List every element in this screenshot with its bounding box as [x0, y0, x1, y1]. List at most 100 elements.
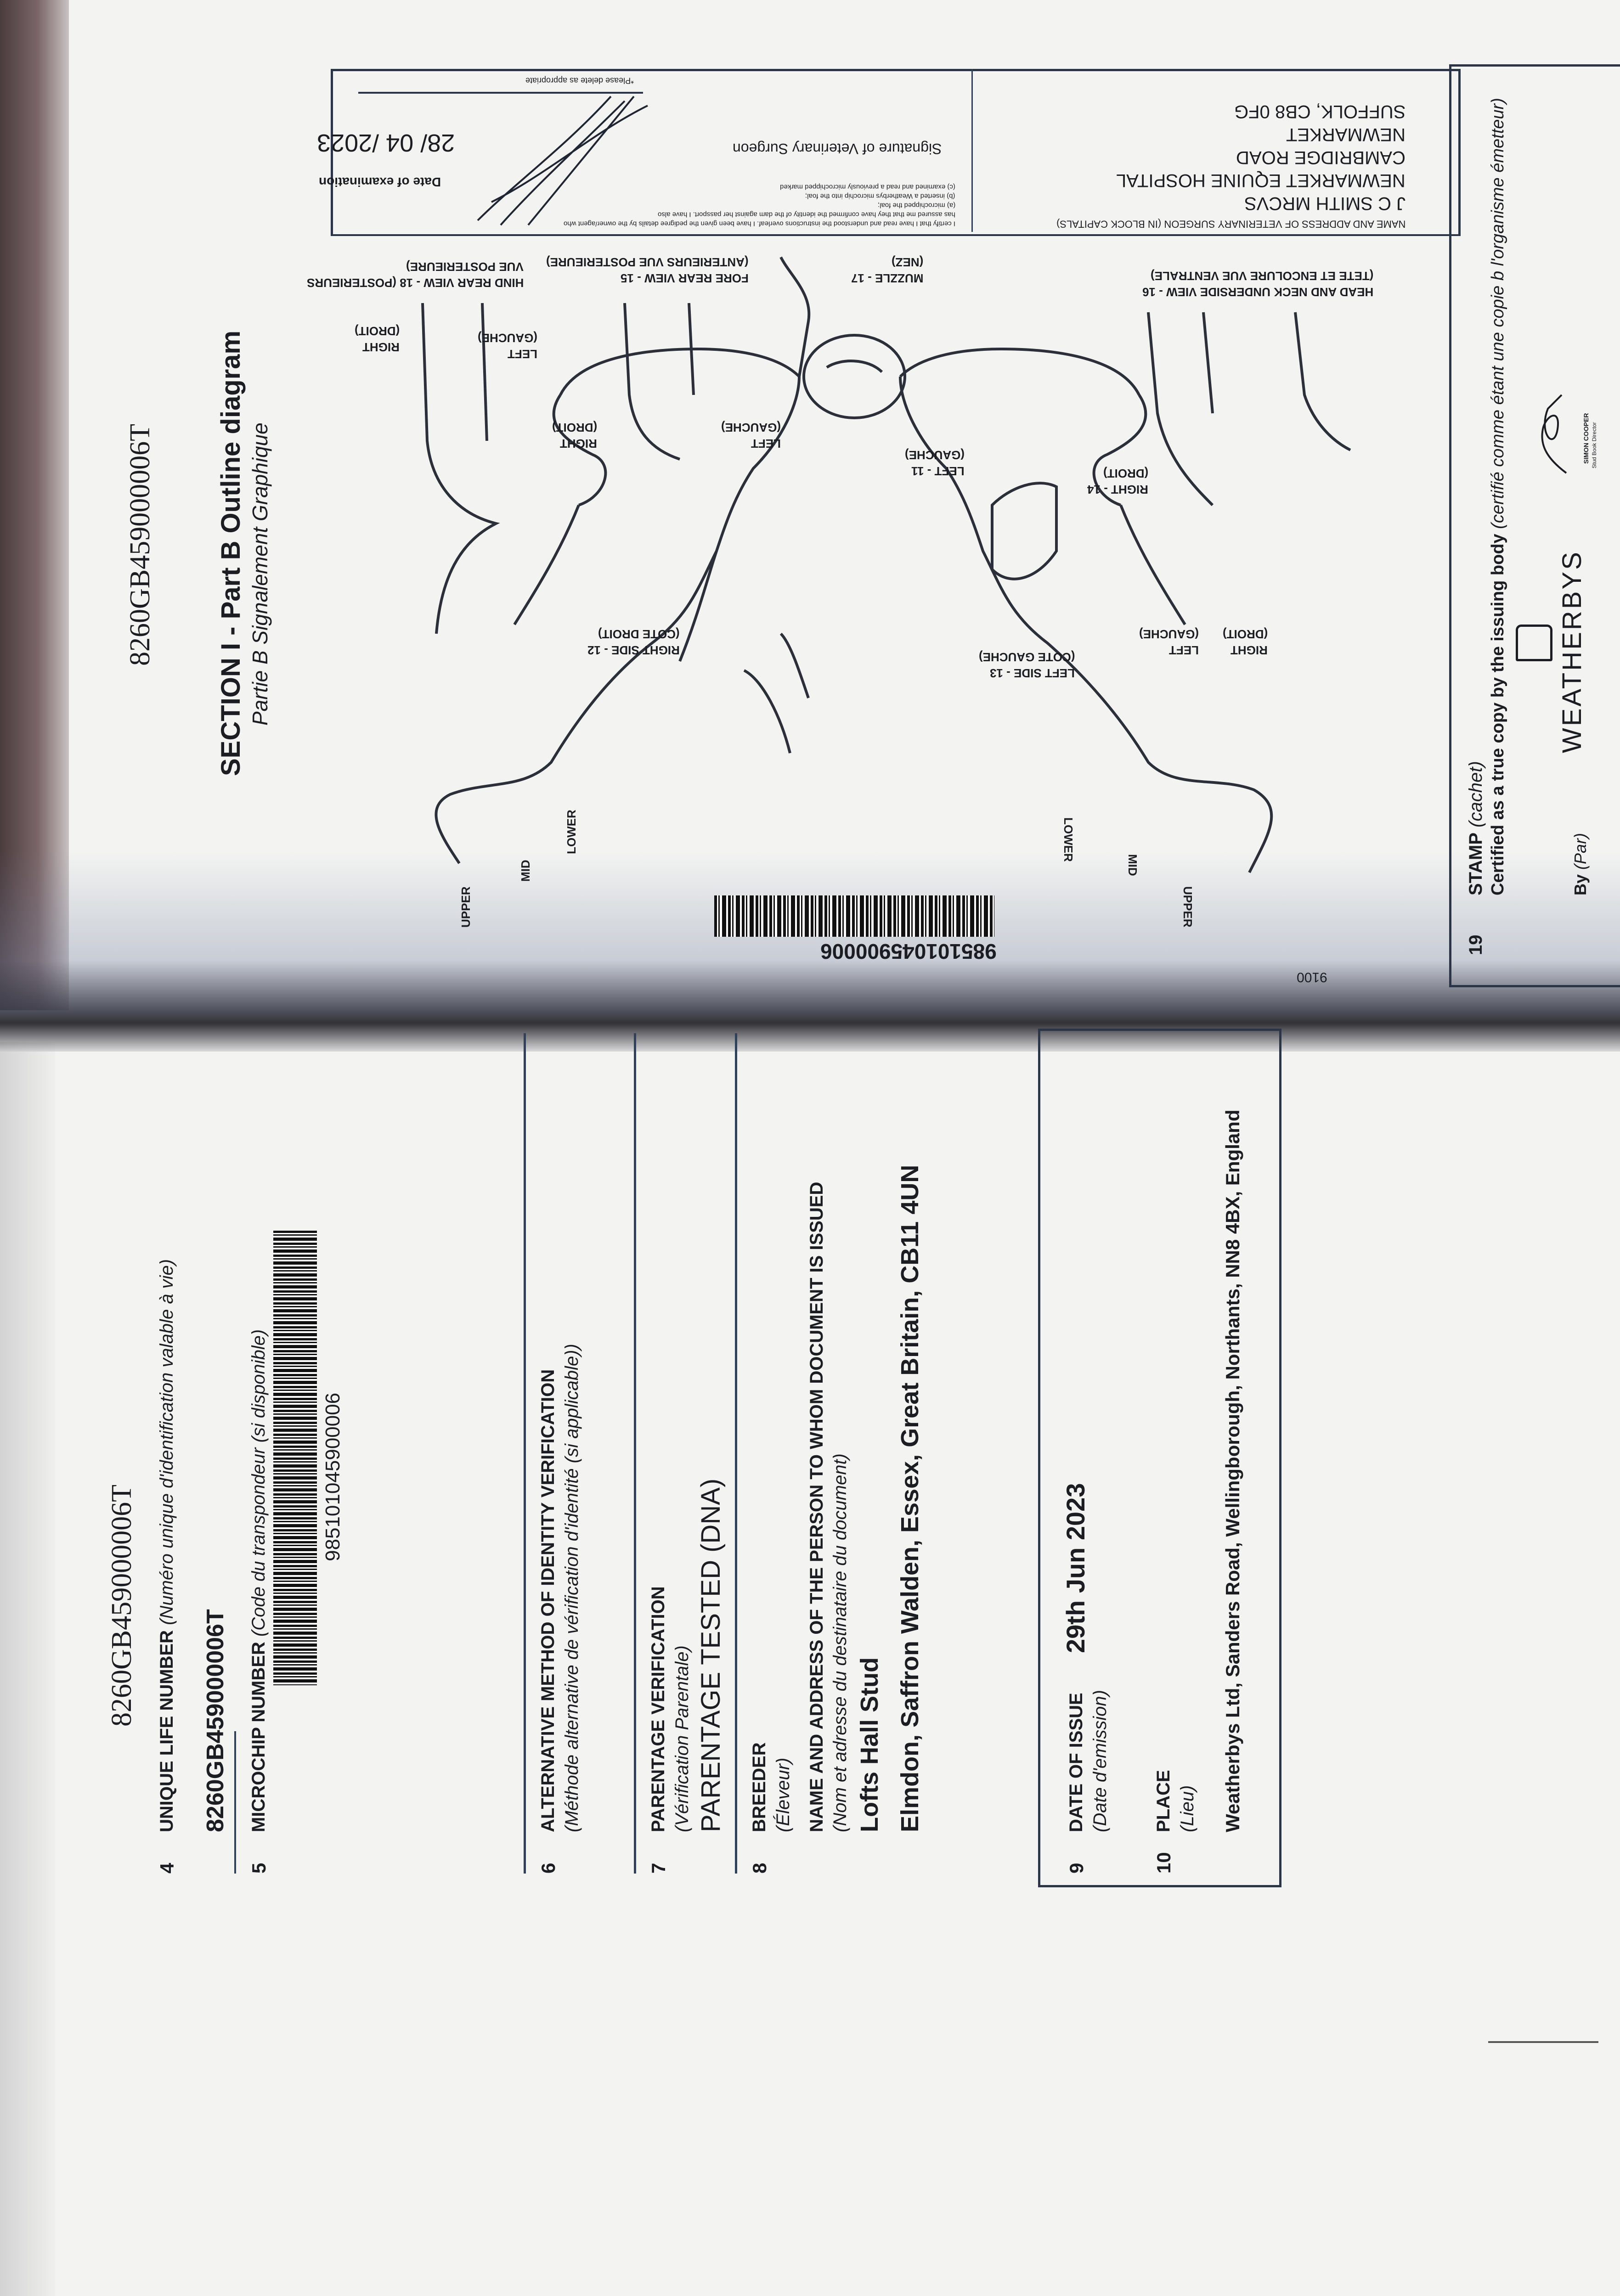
issue-box — [1038, 1029, 1281, 1887]
field-8-sub-label-fr: (Nom et adresse du destinataire du docum… — [830, 1453, 850, 1832]
label-left-c-fr: (GAUCHE) — [1139, 627, 1199, 641]
label-head-neck: HEAD AND NECK UNDERSIDE VIEW - 16 — [1142, 285, 1373, 299]
label-right-c: RIGHT — [1231, 643, 1268, 657]
field-10-label-fr: (Lieu) — [1177, 1785, 1197, 1832]
label-right-fr: (DROIT) — [354, 324, 400, 338]
by-label: By — [1571, 874, 1590, 895]
divider — [634, 1033, 636, 1874]
label-left-c: LEFT — [1169, 643, 1199, 657]
label-lower-2: LOWER — [1061, 817, 1075, 862]
vet-address-line: NEWMARKET — [1286, 124, 1406, 145]
label-right-side: RIGHT SIDE - 12 — [587, 643, 680, 657]
label-left-b: LEFT — [751, 436, 781, 450]
field-5-label-group: MICROCHIP NUMBER (Code du transpondeur (… — [248, 1329, 269, 1832]
vet-address-line: SUFFOLK, CB8 0FG — [1234, 101, 1406, 122]
field-7-label: PARENTAGE VERIFICATION — [648, 1586, 668, 1832]
divider — [735, 1033, 737, 1874]
label-right: RIGHT — [362, 340, 400, 354]
divider — [234, 1731, 236, 1874]
signatory-name: SIMON COOPER — [1582, 413, 1590, 464]
page-code: 9100 — [1297, 969, 1327, 985]
label-left-11-fr: (GAUCHE) — [905, 448, 965, 462]
label-left-fr: (GAUCHE) — [478, 331, 537, 345]
label-left-side: LEFT SIDE - 13 — [990, 666, 1075, 680]
vet-box-divider — [971, 69, 973, 232]
label-hind-rear: HIND REAR VIEW - 18 (POSTERIEURS — [306, 276, 524, 290]
certification-line: (b) inserted a Weatherbys microchip into… — [805, 192, 955, 200]
label-fore-rear-fr: (ANTERIEURS VUE POSTERIEURE) — [546, 255, 749, 269]
certified-text: Certified as a true copy by the issuing … — [1488, 534, 1507, 895]
signatory-role: Stud Book Director — [1591, 422, 1597, 468]
field-8-sub-label: NAME AND ADDRESS OF THE PERSON TO WHOM D… — [807, 1182, 827, 1832]
scan-line — [1488, 2041, 1598, 2043]
field-7-number: 7 — [648, 1863, 669, 1874]
label-lower: LOWER — [564, 810, 578, 854]
label-right-c-fr: (DROIT) — [1222, 627, 1268, 641]
label-upper-2: UPPER — [1181, 886, 1195, 928]
label-fore-rear: FORE REAR VIEW - 15 — [621, 271, 749, 285]
certified-group: Certified as a true copy by the issuing … — [1488, 98, 1508, 895]
vet-signature-label: Signature of Veterinary Surgeon — [732, 140, 942, 157]
certification-line: (c) examined and read a previously micro… — [780, 183, 955, 191]
breeder-address: Elmdon, Saffron Walden, Essex, Great Bri… — [896, 1165, 924, 1832]
vet-signature — [477, 96, 648, 226]
certification-line: (a) microchipped the foal; — [877, 201, 955, 209]
field-4-label-fr: (Numéro unique d'identification valable … — [157, 1259, 177, 1625]
unique-life-number-value: 8260GB459000006T — [202, 1609, 229, 1832]
delete-note: *Please delete as appropriate — [525, 76, 634, 85]
vet-name-label: NAME AND ADDRESS OF VETERINARY SURGEON (… — [1056, 218, 1406, 230]
vet-address-line: CAMBRIDGE ROAD — [1236, 147, 1406, 168]
label-left: LEFT — [508, 347, 537, 361]
place-value: Weatherbys Ltd, Sanders Road, Wellingbor… — [1222, 1109, 1243, 1832]
certified-text-fr: (certifié comme étant une copie b l'orga… — [1488, 98, 1507, 529]
date-of-examination-value: 28/ 04 /2023 — [316, 129, 455, 157]
label-muzzle-fr: (NEZ) — [891, 255, 923, 269]
field-10-label: PLACE — [1153, 1770, 1174, 1832]
field-4-label: UNIQUE LIFE NUMBER — [157, 1630, 177, 1832]
field-7-label-fr: (Vérification Parentale) — [672, 1645, 692, 1832]
label-right-14: RIGHT - 14 — [1087, 482, 1148, 496]
label-head-neck-fr: (TETE ET ENCOLURE VUE VENTRALE) — [1150, 269, 1373, 283]
divider — [524, 1033, 526, 1874]
by-group: By (Par) — [1571, 833, 1590, 895]
label-right-side-fr: (COTE DROIT) — [598, 627, 680, 641]
field-6-label-fr: (Méthode alternative de vérification d'i… — [562, 1344, 582, 1832]
certification-line: has assured me that they have confirmed … — [658, 210, 955, 219]
field-4-number: 4 — [156, 1863, 178, 1874]
scan-edge-shadow — [0, 0, 69, 1010]
ueln-header: 8260GB459000006T — [106, 1485, 137, 1727]
label-left-b-fr: (GAUCHE) — [721, 420, 781, 434]
horse-outline-diagram — [421, 256, 1351, 873]
field-6-number: 6 — [537, 1863, 559, 1874]
breeder-name: Lofts Hall Stud — [856, 1657, 883, 1832]
rear-view-leg-outlines — [421, 303, 1351, 634]
field-10-number: 10 — [1153, 1852, 1174, 1874]
field-5-label-fr: (Code du transpondeur (si disponible) — [248, 1329, 269, 1637]
stamp-label-fr: (cachet) — [1466, 761, 1486, 827]
stamp-box — [1449, 64, 1620, 987]
field-9-number: 9 — [1066, 1863, 1087, 1874]
right-side-horse-outline — [435, 256, 811, 864]
label-mid: MID — [519, 860, 532, 882]
label-upper: UPPER — [459, 886, 473, 928]
field-9-label: DATE OF ISSUE — [1066, 1693, 1086, 1832]
label-mid-2: MID — [1126, 854, 1140, 876]
left-side-horse-outline — [899, 347, 1273, 873]
barcode-number: 985101045900006 — [820, 939, 997, 963]
issuer-signature — [1541, 394, 1567, 474]
field-9-label-fr: (Date d'emission) — [1090, 1690, 1110, 1832]
field-8-number: 8 — [749, 1863, 770, 1874]
delete-note-underline — [358, 92, 643, 94]
microchip-number-value: 985101045900006 — [322, 1392, 344, 1561]
weatherbys-logo: WEATHERBYS — [1557, 550, 1587, 753]
date-of-issue-value: 29th Jun 2023 — [1061, 1483, 1090, 1653]
field-6-label: ALTERNATIVE METHOD OF IDENTITY VERIFICAT… — [538, 1369, 558, 1832]
scan-edge — [0, 1042, 55, 2296]
label-left-side-fr: (COTE GAUCHE) — [978, 650, 1075, 664]
vet-address-line: NEWMARKET EQUINE HOSPITAL — [1116, 170, 1406, 191]
muzzle-outline — [802, 334, 906, 419]
microchip-barcode — [273, 1231, 317, 1685]
field-8-label: BREEDER — [749, 1742, 769, 1832]
stamp-number: 19 — [1466, 934, 1486, 956]
label-hind-rear-fr: VUE POSTERIEURE) — [406, 259, 524, 274]
